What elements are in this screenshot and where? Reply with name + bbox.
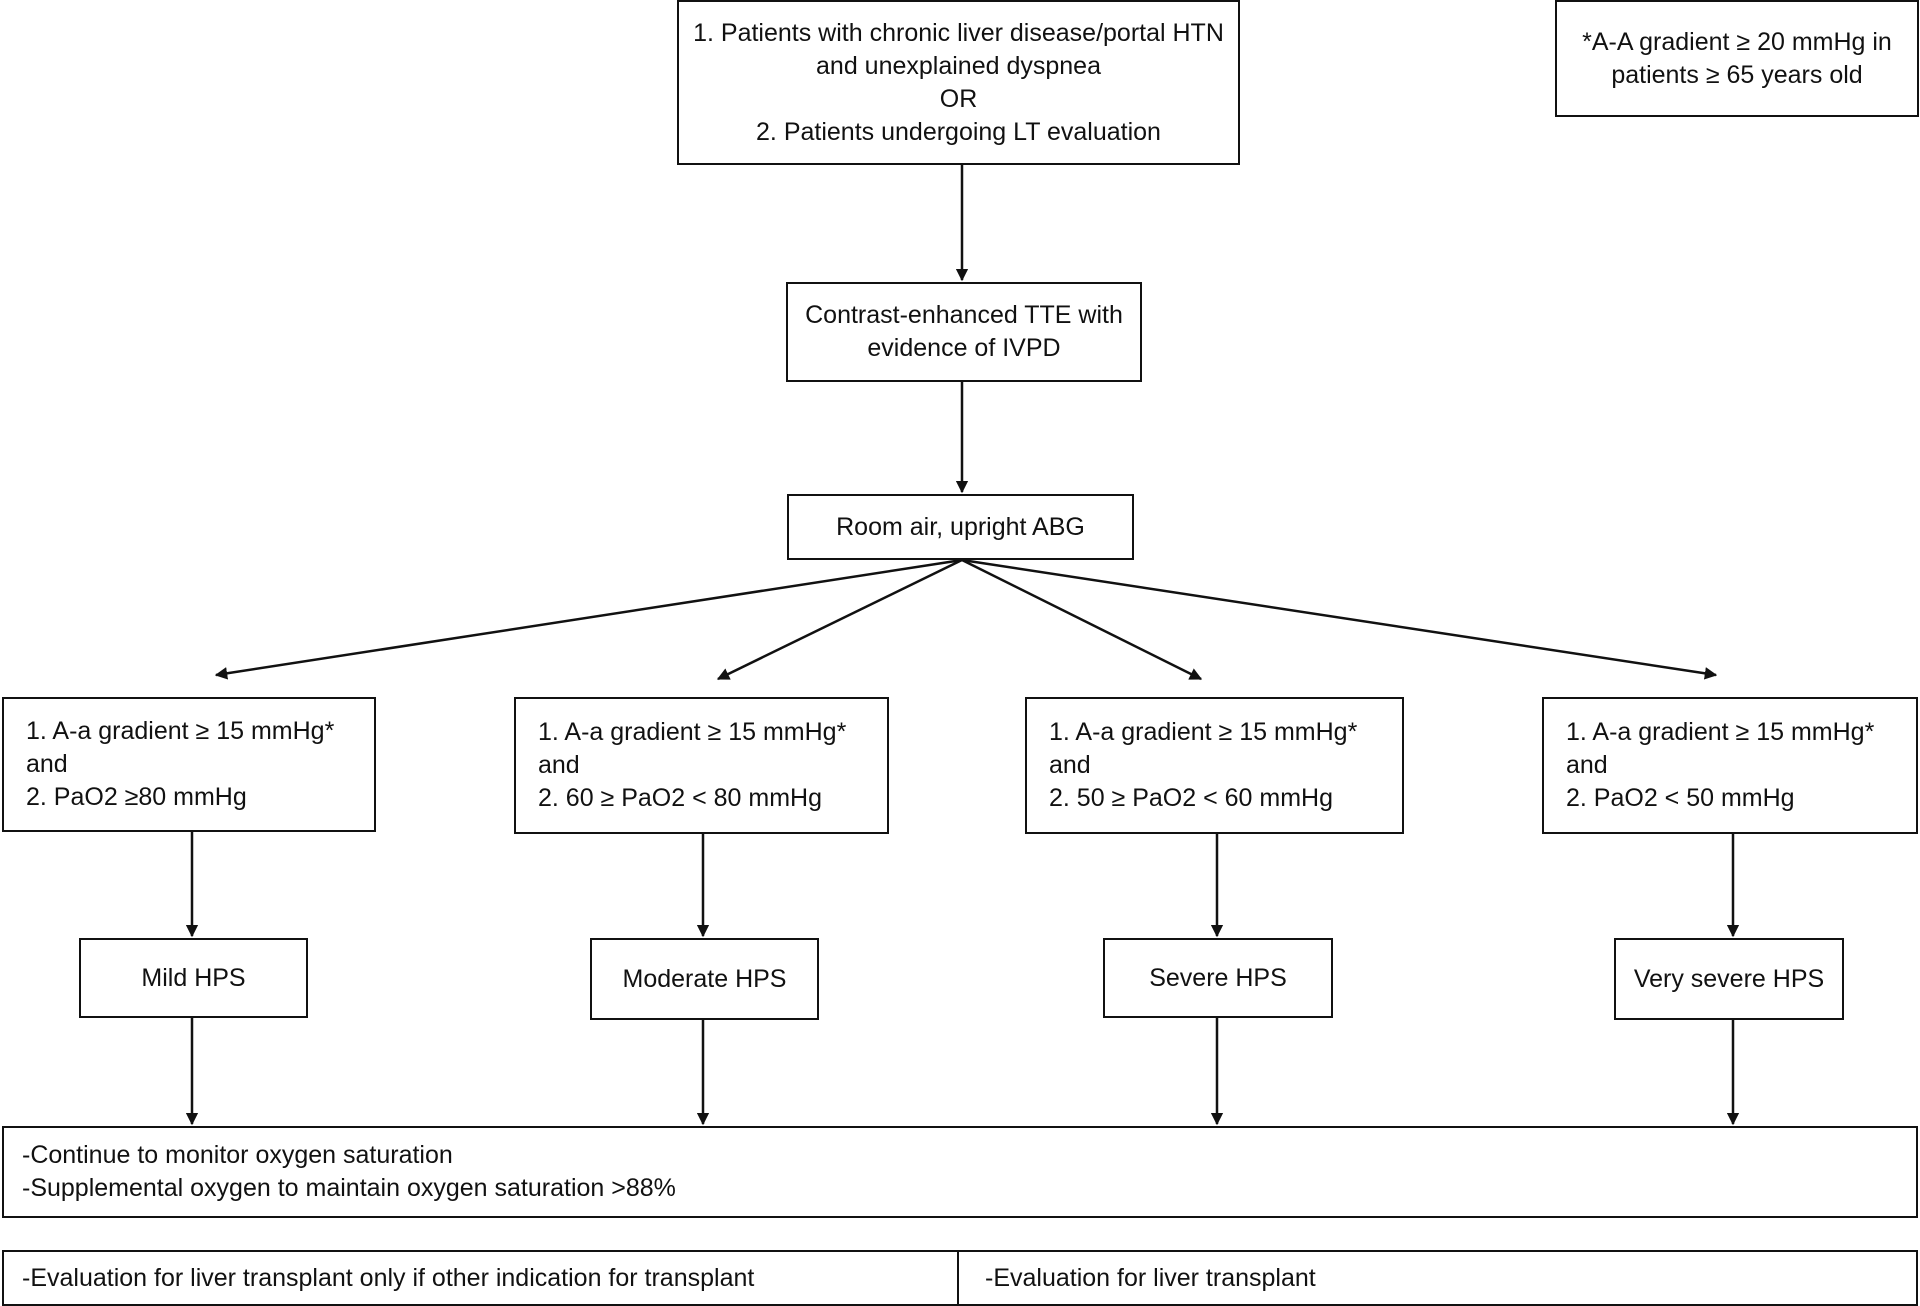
severity-label: Mild HPS — [141, 963, 246, 992]
tte-line-1: Contrast-enhanced TTE with — [805, 301, 1123, 329]
transplant-box-conditional: -Evaluation for liver transplant only if… — [2, 1250, 959, 1306]
criteria-box-severe: 1. A-a gradient ≥ 15 mmHg* and 2. 50 ≥ P… — [1025, 697, 1404, 834]
criteria-line-2: and — [1566, 751, 1608, 779]
transplant-conditional-label: -Evaluation for liver transplant only if… — [22, 1263, 755, 1292]
start-line-2: and unexplained dyspnea — [816, 51, 1101, 80]
criteria-box-mild: 1. A-a gradient ≥ 15 mmHg* and 2. PaO2 ≥… — [2, 697, 376, 832]
note-box: *A-A gradient ≥ 20 mmHg in patients ≥ 65… — [1555, 0, 1919, 117]
note-line-2: patients ≥ 65 years old — [1611, 60, 1863, 89]
severity-box-severe: Severe HPS — [1103, 938, 1333, 1018]
criteria-line-1: 1. A-a gradient ≥ 15 mmHg* — [538, 718, 847, 746]
start-box: 1. Patients with chronic liver disease/p… — [677, 0, 1240, 165]
criteria-line-2: and — [26, 750, 68, 778]
criteria-line-3: 2. 60 ≥ PaO2 < 80 mmHg — [538, 784, 822, 812]
transplant-evaluation-label: -Evaluation for liver transplant — [985, 1263, 1316, 1292]
criteria-box-moderate: 1. A-a gradient ≥ 15 mmHg* and 2. 60 ≥ P… — [514, 697, 889, 834]
management-box: -Continue to monitor oxygen saturation -… — [2, 1126, 1918, 1218]
severity-label: Moderate HPS — [622, 964, 787, 993]
tte-box: Contrast-enhanced TTE with evidence of I… — [786, 282, 1142, 382]
abg-label: Room air, upright ABG — [836, 512, 1085, 541]
note-line-1: *A-A gradient ≥ 20 mmHg in — [1582, 27, 1892, 56]
severity-box-very-severe: Very severe HPS — [1614, 938, 1844, 1020]
criteria-box-very-severe: 1. A-a gradient ≥ 15 mmHg* and 2. PaO2 <… — [1542, 697, 1918, 834]
arrow-abg-to-severe — [961, 558, 1203, 681]
arrow-abg-to-moderate — [716, 558, 963, 681]
start-line-3: OR — [939, 84, 978, 113]
start-line-4: 2. Patients undergoing LT evaluation — [756, 117, 1161, 146]
management-line-1: -Continue to monitor oxygen saturation — [22, 1141, 453, 1169]
criteria-line-3: 2. PaO2 < 50 mmHg — [1566, 784, 1795, 812]
transplant-box-evaluation: -Evaluation for liver transplant — [957, 1250, 1918, 1306]
abg-box: Room air, upright ABG — [787, 494, 1134, 560]
arrow-abg-to-mild — [214, 558, 963, 680]
tte-line-2: evidence of IVPD — [867, 334, 1061, 362]
severity-box-mild: Mild HPS — [79, 938, 308, 1018]
criteria-line-2: and — [538, 751, 580, 779]
criteria-line-1: 1. A-a gradient ≥ 15 mmHg* — [26, 717, 335, 745]
management-line-2: -Supplemental oxygen to maintain oxygen … — [22, 1174, 676, 1202]
criteria-line-2: and — [1049, 751, 1091, 779]
start-line-1: 1. Patients with chronic liver disease/p… — [693, 18, 1224, 47]
arrow-abg-to-very-severe — [961, 558, 1718, 680]
criteria-line-1: 1. A-a gradient ≥ 15 mmHg* — [1566, 718, 1875, 746]
criteria-line-3: 2. PaO2 ≥80 mmHg — [26, 783, 247, 811]
severity-label: Severe HPS — [1149, 963, 1287, 992]
severity-label: Very severe HPS — [1633, 964, 1825, 993]
severity-box-moderate: Moderate HPS — [590, 938, 819, 1020]
criteria-line-3: 2. 50 ≥ PaO2 < 60 mmHg — [1049, 784, 1333, 812]
criteria-line-1: 1. A-a gradient ≥ 15 mmHg* — [1049, 718, 1358, 746]
